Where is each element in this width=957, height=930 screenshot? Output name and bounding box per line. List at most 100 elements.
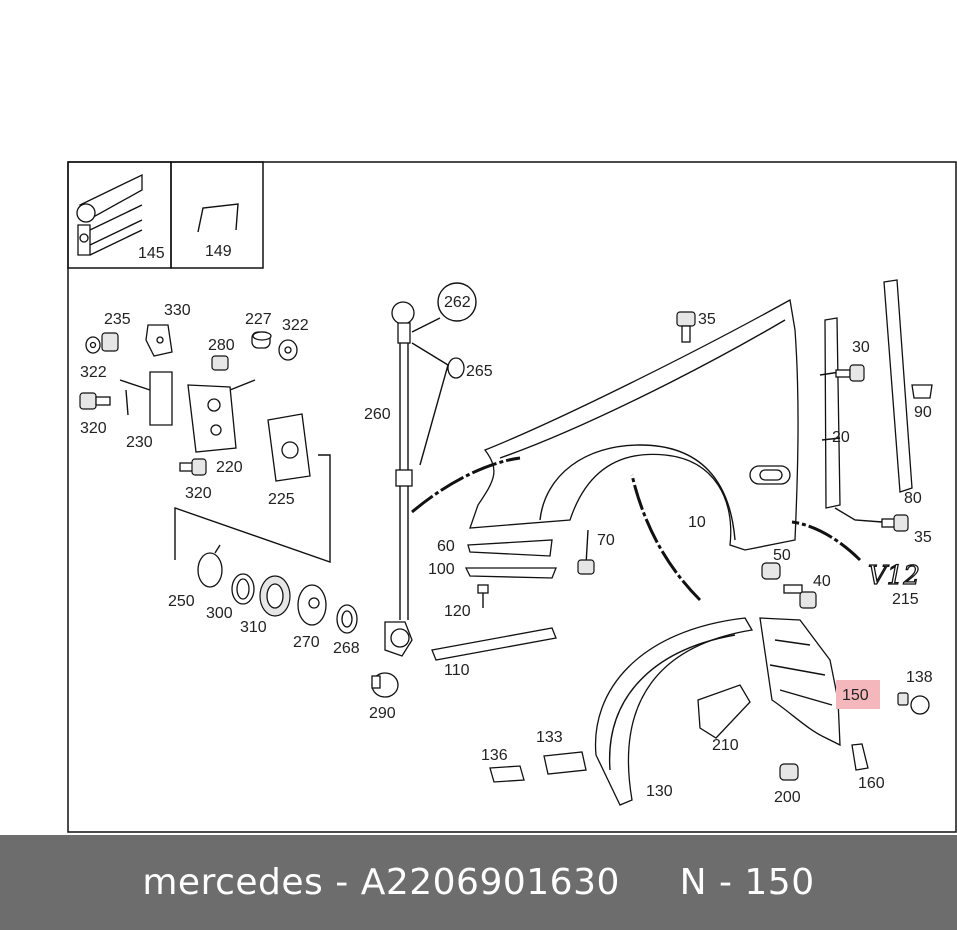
label-138: 138 [906, 669, 933, 686]
parts-diagram: 145 149 [67, 161, 957, 833]
label-270: 270 [293, 634, 320, 651]
label-268: 268 [333, 640, 360, 657]
strip-100 [464, 567, 557, 579]
spacer-227 [251, 331, 272, 349]
support-80 [883, 279, 913, 493]
hinge-plate-220 [187, 384, 237, 453]
ring-300 [231, 573, 255, 605]
nut-200 [779, 763, 799, 781]
badge-215: V12 [868, 561, 920, 591]
label-20: 20 [832, 429, 850, 446]
bracket-line-225 [174, 454, 331, 563]
caption-text: mercedes - A2206901630 N - 150 [142, 862, 814, 903]
leader-35b [834, 507, 883, 523]
label-215: 215 [892, 591, 919, 608]
label-230: 230 [126, 434, 153, 451]
clip-250 [197, 544, 223, 588]
caption-part-number: A2206901630 [360, 862, 620, 903]
label-130: 130 [646, 783, 673, 800]
caption-position: N - 150 [679, 862, 815, 903]
label-262: 262 [444, 294, 471, 311]
bolt-40 [783, 584, 817, 609]
label-35-top: 35 [698, 311, 716, 328]
label-265: 265 [466, 363, 493, 380]
weatherstrip-145 [76, 173, 143, 256]
bushing-310 [259, 575, 291, 617]
label-80: 80 [904, 490, 922, 507]
clip-160 [851, 743, 869, 771]
arrow-fender-rear [791, 520, 862, 562]
fender-10 [469, 298, 799, 551]
inset-box-149 [170, 161, 264, 269]
nut-50 [761, 562, 781, 580]
label-110: 110 [444, 662, 470, 679]
bracket-210 [697, 684, 751, 739]
label-133: 133 [536, 729, 563, 746]
caption-brand: mercedes [142, 862, 324, 903]
label-10: 10 [688, 514, 706, 531]
label-136: 136 [481, 747, 508, 764]
bushing-265 [447, 357, 465, 379]
washer-322a [85, 336, 101, 354]
callout-262 [437, 282, 477, 322]
caption-separator: - [335, 862, 349, 903]
label-145: 145 [138, 245, 165, 262]
support-20 [819, 317, 841, 509]
leader-220 [229, 379, 256, 391]
arrow-fender-wheel [630, 474, 702, 602]
bracket-330 [145, 324, 173, 357]
leader-262 [411, 317, 441, 333]
label-235: 235 [104, 311, 131, 328]
wheel-liner-130 [594, 617, 754, 806]
washer-322b [278, 339, 298, 361]
nut-235 [101, 332, 119, 352]
label-300: 300 [206, 605, 233, 622]
label-320-top: 320 [80, 420, 107, 437]
label-100: 100 [428, 561, 455, 578]
clip-149 [197, 203, 239, 233]
washer-268 [336, 604, 358, 634]
leader-265 [411, 342, 449, 466]
label-40: 40 [813, 573, 831, 590]
label-160: 160 [858, 775, 885, 792]
bracket-230 [119, 371, 173, 426]
bolt-35a [676, 311, 696, 343]
label-322-left: 322 [80, 364, 107, 381]
highlight-150 [836, 680, 880, 709]
label-310: 310 [240, 619, 267, 636]
nut-280 [211, 355, 229, 371]
bolt-30 [835, 364, 865, 382]
screw-70 [577, 529, 595, 575]
clip-133 [543, 751, 587, 775]
label-200: 200 [774, 789, 801, 806]
caption-bar: mercedes - A2206901630 N - 150 [0, 835, 957, 930]
label-50: 50 [773, 547, 791, 564]
label-210: 210 [712, 737, 739, 754]
label-280: 280 [208, 337, 235, 354]
label-320-bottom: 320 [185, 485, 212, 502]
label-60: 60 [437, 538, 455, 555]
plate-225 [267, 413, 311, 482]
label-322-right: 322 [282, 317, 309, 334]
label-225: 225 [268, 491, 295, 508]
clip-136 [489, 765, 525, 783]
label-149: 149 [205, 243, 232, 260]
label-220: 220 [216, 459, 243, 476]
housing-270 [297, 584, 327, 626]
pin-120 [477, 584, 489, 608]
label-120: 120 [444, 603, 471, 620]
bolt-320b [179, 458, 207, 476]
cap-290 [371, 672, 399, 698]
label-330: 330 [164, 302, 191, 319]
liner-rear-150 [759, 617, 841, 747]
diagram-frame [67, 161, 957, 833]
prop-rod-260 [384, 301, 415, 657]
label-290: 290 [369, 705, 396, 722]
label-35-right: 35 [914, 529, 932, 546]
label-30: 30 [852, 339, 870, 356]
strip-110 [431, 627, 557, 661]
label-227: 227 [245, 311, 272, 328]
strip-60 [467, 539, 553, 557]
label-70: 70 [597, 532, 615, 549]
clip-90 [911, 384, 933, 399]
